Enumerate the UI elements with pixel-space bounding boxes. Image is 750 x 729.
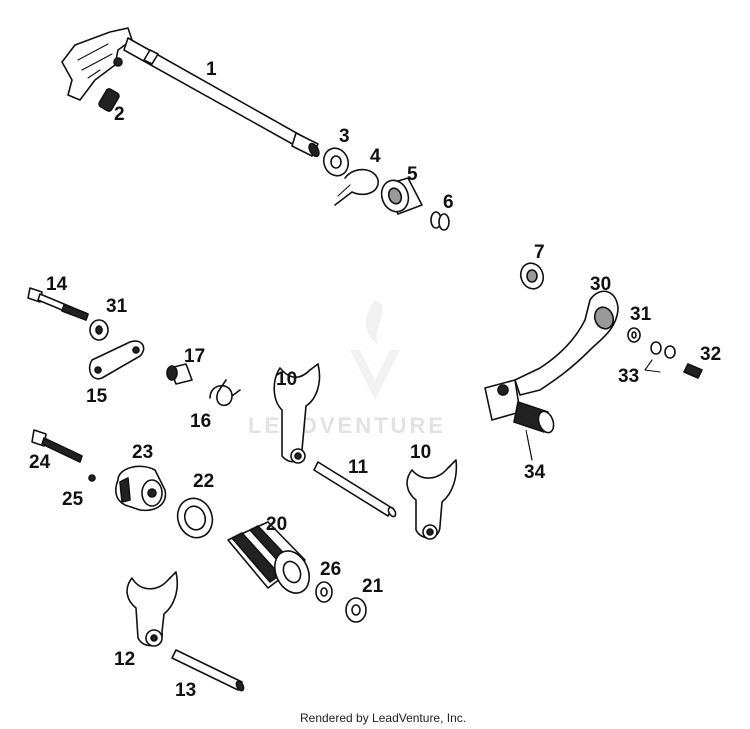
callout-20: 20 <box>266 514 287 535</box>
part-2-spring <box>98 88 120 112</box>
callout-10-upper: 10 <box>276 369 297 390</box>
part-31-washer-right <box>627 327 641 343</box>
part-26-washer <box>315 581 333 603</box>
part-5-bushing <box>380 177 423 215</box>
part-21-bushing <box>345 597 367 623</box>
callout-15: 15 <box>86 386 108 407</box>
part-4-clip <box>334 168 379 206</box>
part-10-shift-fork-upper <box>273 363 321 464</box>
part-7-seal <box>519 262 545 290</box>
callout-2: 2 <box>114 104 125 125</box>
watermark-text: LEADVENTURE <box>248 413 446 438</box>
part-1-shift-shaft <box>61 27 320 158</box>
callout-12: 12 <box>114 649 135 670</box>
part-13-fork-shaft <box>171 649 245 692</box>
part-3-washer <box>322 147 350 177</box>
callout-3: 3 <box>339 126 350 147</box>
callout-10-lower: 10 <box>410 442 431 463</box>
callout-31-left: 31 <box>106 296 128 317</box>
callout-13: 13 <box>175 680 196 701</box>
part-6-spring <box>430 211 450 231</box>
callout-16: 16 <box>190 411 211 432</box>
callout-22: 22 <box>193 471 214 492</box>
part-12-shift-fork <box>126 571 179 647</box>
callout-labels: 1 2 3 4 5 6 7 10 10 11 12 13 14 15 16 17… <box>29 59 721 701</box>
callout-7: 7 <box>534 242 545 263</box>
callout-31-right: 31 <box>630 304 652 325</box>
callout-23: 23 <box>132 442 153 463</box>
part-25-nut <box>88 474 96 482</box>
part-15-plate <box>88 340 145 380</box>
part-30-shift-lever <box>484 290 619 421</box>
callout-4: 4 <box>370 146 381 167</box>
callout-32: 32 <box>700 344 721 365</box>
callout-33: 33 <box>618 366 639 387</box>
part-20-shift-drum <box>227 521 311 594</box>
callout-30: 30 <box>590 274 611 295</box>
part-11-fork-shaft <box>313 461 397 518</box>
part-23-drum-cam <box>115 465 167 512</box>
part-10-shift-fork-lower <box>406 459 458 540</box>
part-17-roller <box>166 363 193 385</box>
callout-21: 21 <box>362 576 384 597</box>
footer-credit: Rendered by LeadVenture, Inc. <box>300 711 466 725</box>
callout-24: 24 <box>29 452 51 473</box>
part-16-spring <box>209 379 241 407</box>
callout-26: 26 <box>320 559 341 580</box>
watermark-logo <box>350 300 400 400</box>
callout-11: 11 <box>348 457 369 478</box>
callout-1: 1 <box>206 59 217 80</box>
callout-14: 14 <box>46 274 68 295</box>
callout-25: 25 <box>62 489 84 510</box>
callout-5: 5 <box>407 164 418 185</box>
part-34-lever-peg <box>513 401 555 461</box>
callout-17: 17 <box>184 346 205 367</box>
part-31-washer-left <box>89 319 109 341</box>
part-14-bolt <box>27 287 89 321</box>
part-32-bolt <box>683 363 703 379</box>
part-24-bolt <box>31 429 83 463</box>
part-33-washer-nut <box>644 341 676 373</box>
part-22-bearing <box>176 497 214 539</box>
callout-6: 6 <box>443 192 454 213</box>
leader-lines <box>525 429 533 461</box>
callout-34: 34 <box>524 462 546 483</box>
